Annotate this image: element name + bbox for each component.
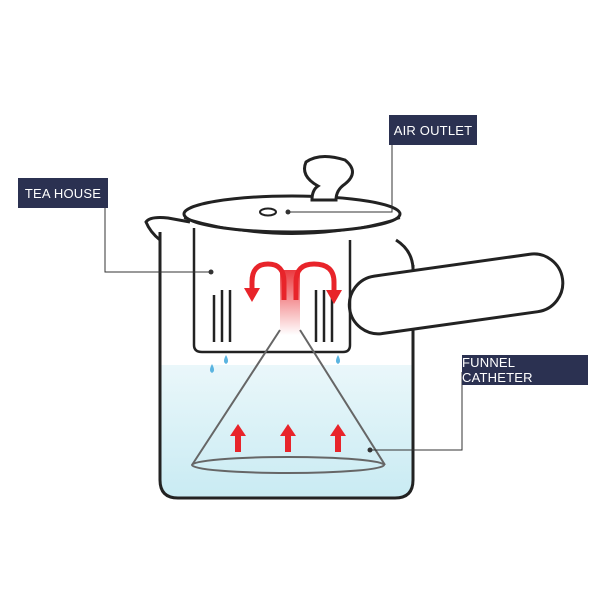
circulation-arrows bbox=[249, 261, 337, 300]
up-arrows bbox=[230, 424, 346, 452]
arrow-head-left bbox=[244, 288, 260, 302]
water-drops bbox=[210, 355, 340, 373]
air-outlet-label: AIR OUTLET bbox=[389, 115, 477, 145]
funnel-catheter bbox=[191, 329, 386, 466]
air-outlet-hole bbox=[259, 207, 277, 217]
arrow-head-right bbox=[326, 290, 342, 304]
tea-house-infuser bbox=[192, 228, 352, 354]
lid bbox=[182, 194, 402, 234]
leader-lines bbox=[104, 145, 463, 451]
spout bbox=[144, 216, 191, 242]
pot-body bbox=[158, 232, 415, 500]
lid-knob bbox=[303, 155, 354, 202]
handle bbox=[347, 252, 565, 336]
infuser-slots bbox=[212, 290, 334, 342]
tea-house-label: TEA HOUSE bbox=[18, 178, 108, 208]
funnel-catheter-label: FUNNEL CATHETER bbox=[462, 355, 588, 385]
